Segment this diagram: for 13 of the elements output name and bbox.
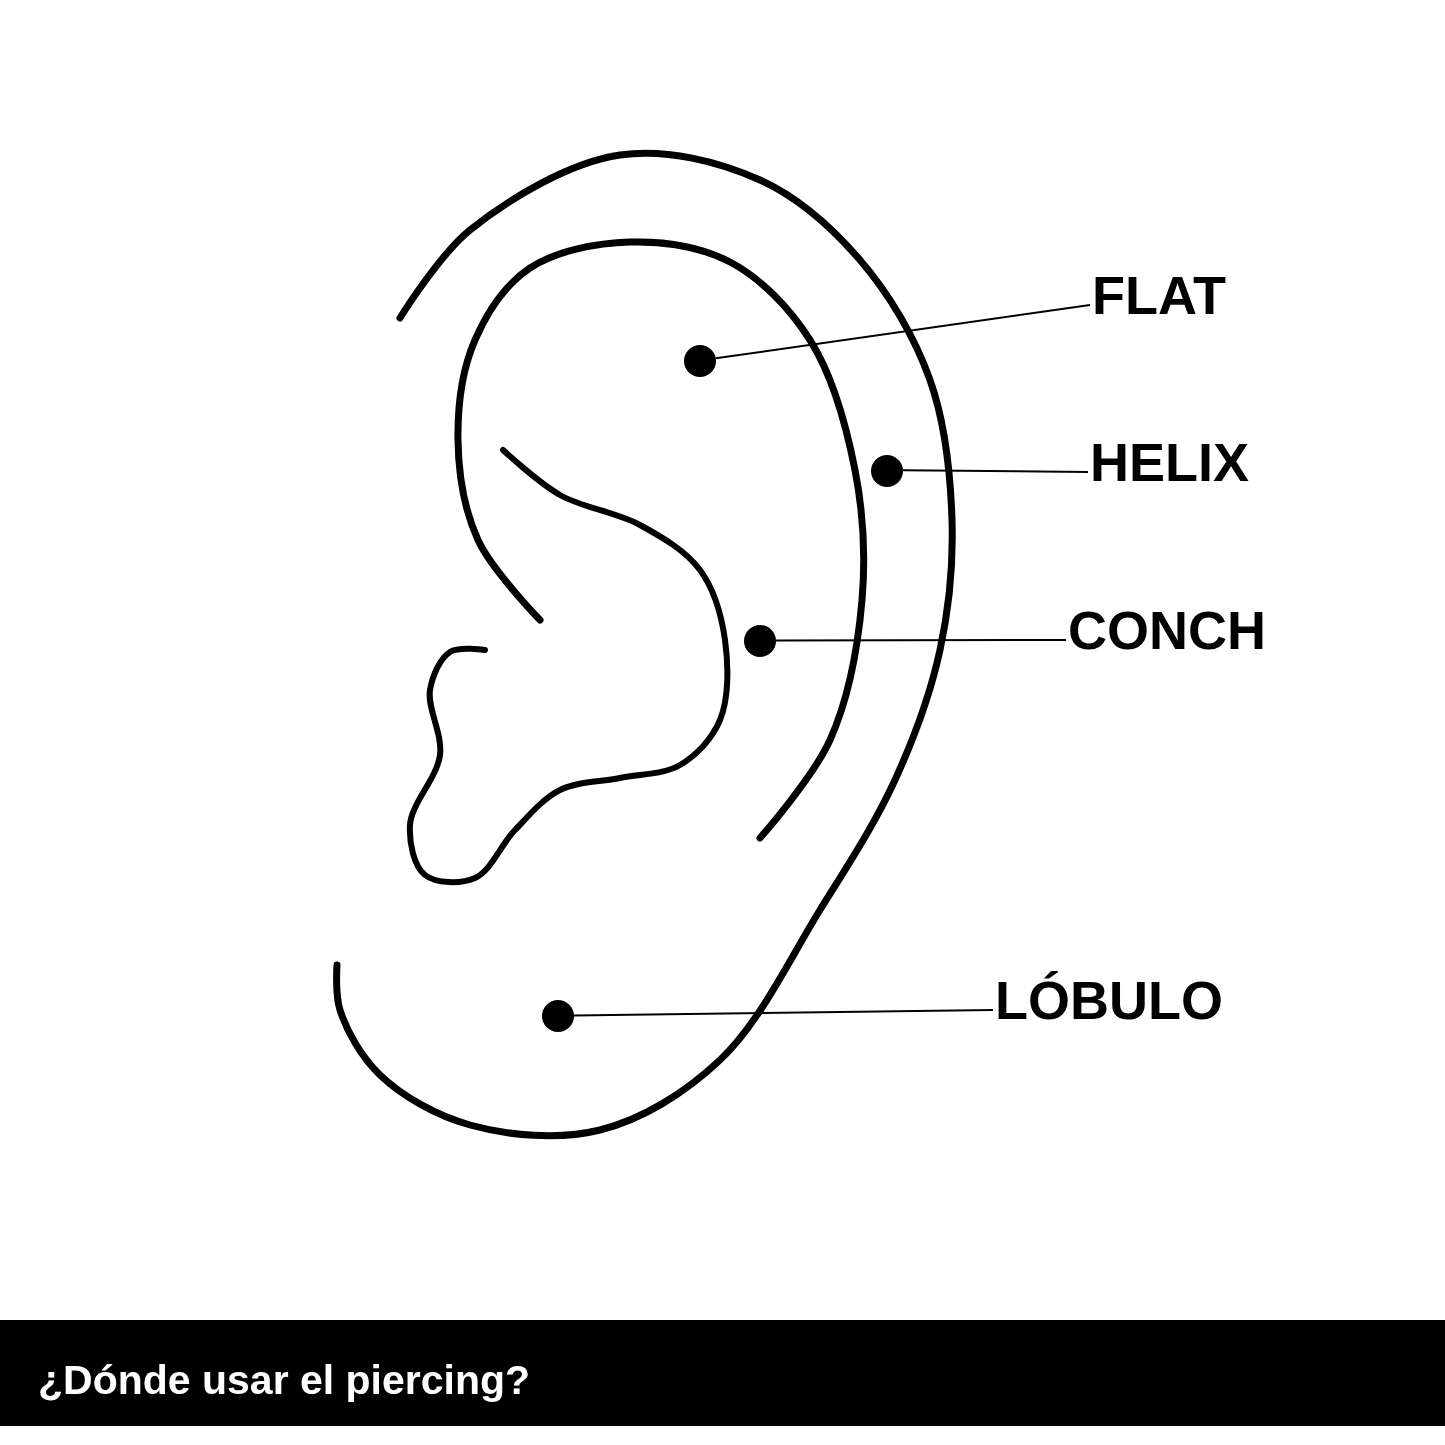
piercing-point-dot <box>542 1000 574 1032</box>
leader-line <box>775 639 1067 642</box>
part-label: CONCH <box>1068 600 1266 660</box>
leader-line <box>714 304 1091 360</box>
part-label: FLAT <box>1092 265 1226 325</box>
caption: ¿Dónde usar el piercing? <box>38 1356 531 1404</box>
leader-line <box>573 1009 994 1017</box>
piercing-point-dot <box>871 455 903 487</box>
leader-line <box>902 469 1089 473</box>
piercing-point-dot <box>744 625 776 657</box>
part-label: LÓBULO <box>995 970 1223 1030</box>
part-label: HELIX <box>1090 432 1250 492</box>
piercing-point-dot <box>684 345 716 377</box>
